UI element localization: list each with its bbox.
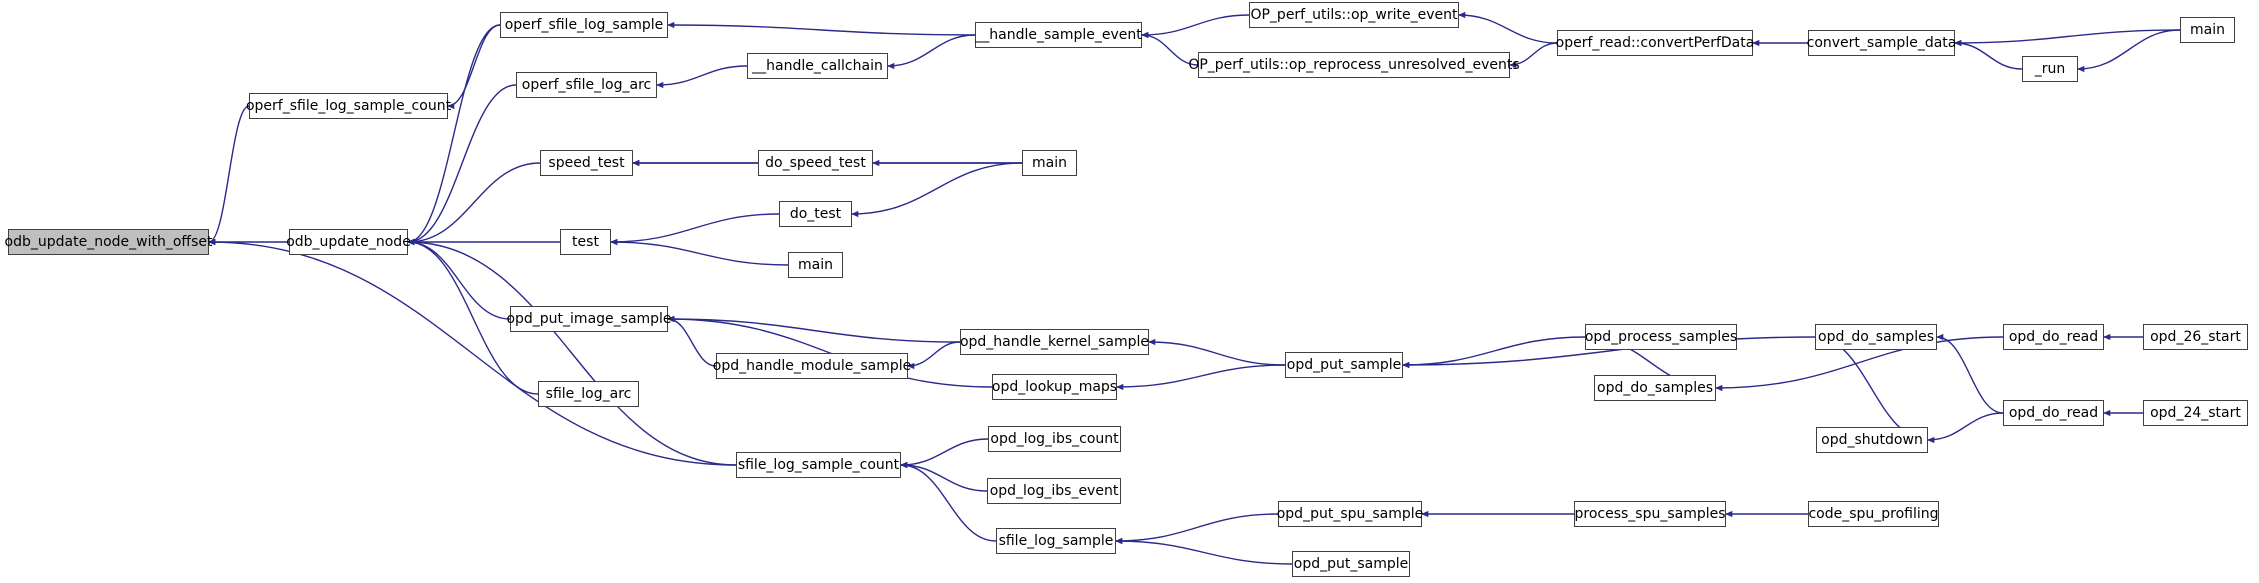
graph-node[interactable]: main: [2180, 17, 2235, 43]
graph-node[interactable]: opd_put_sample: [1292, 551, 1410, 577]
graph-edge: [208, 238, 737, 466]
graph-edge: [610, 213, 780, 246]
graph-edge: [407, 24, 501, 246]
graph-node[interactable]: _run: [2022, 56, 2078, 82]
graph-node[interactable]: opd_24_start: [2143, 400, 2248, 426]
graph-node[interactable]: __handle_callchain: [747, 53, 888, 79]
graph-node[interactable]: operf_read::convertPerfData: [1556, 30, 1754, 56]
graph-node[interactable]: opd_do_read: [2003, 400, 2104, 426]
graph-edge: [667, 315, 961, 343]
graph-node[interactable]: opd_put_image_sample: [506, 306, 672, 332]
graph-edge: [1954, 29, 2181, 47]
graph-node[interactable]: opd_handle_module_sample: [713, 353, 911, 379]
graph-edge: [1402, 336, 1586, 369]
graph-edge: [1814, 333, 1929, 441]
graph-node[interactable]: odb_update_node: [286, 229, 411, 255]
graph-node[interactable]: process_spu_samples: [1574, 501, 1726, 527]
graph-edge: [1116, 364, 1286, 391]
graph-edge: [887, 34, 976, 70]
graph-edge: [1927, 412, 2004, 444]
graph-node[interactable]: speed_test: [540, 150, 633, 176]
graph-edge: [407, 84, 517, 246]
graph-edge: [447, 24, 501, 110]
graph-node-current[interactable]: odb_update_node_with_offset: [5, 229, 212, 255]
graph-node[interactable]: opd_lookup_maps: [992, 374, 1117, 400]
graph-node[interactable]: code_spu_profiling: [1808, 501, 1939, 527]
graph-edge: [1954, 39, 2023, 70]
graph-node[interactable]: opd_log_ibs_event: [987, 478, 1121, 504]
graph-node[interactable]: operf_sfile_log_sample_count: [246, 93, 451, 119]
graph-node[interactable]: opd_log_ibs_count: [988, 426, 1121, 452]
graph-edge: [1115, 537, 1293, 565]
graph-node[interactable]: operf_sfile_log_sample: [500, 12, 668, 38]
graph-node[interactable]: opd_do_samples: [1815, 324, 1937, 350]
graph-edge: [1402, 336, 1816, 369]
graph-node[interactable]: __handle_sample_event: [975, 22, 1142, 48]
graph-edge: [900, 438, 989, 469]
graph-edge: [851, 162, 1023, 218]
graph-node[interactable]: opd_put_sample: [1285, 352, 1403, 378]
graph-node[interactable]: opd_26_start: [2143, 324, 2248, 350]
graph-edge: [1936, 333, 2004, 414]
graph-node[interactable]: main: [788, 252, 843, 278]
graph-edge: [907, 341, 961, 370]
graph-edge: [900, 461, 988, 492]
graph-node[interactable]: sfile_log_arc: [538, 381, 639, 407]
graph-edge: [1509, 42, 1558, 69]
graph-edge: [407, 162, 541, 246]
graph-edge: [610, 238, 789, 266]
graph-edge: [1715, 336, 2004, 392]
graph-node[interactable]: convert_sample_data: [1807, 30, 1956, 56]
graph-node[interactable]: do_speed_test: [758, 150, 873, 176]
graph-edge: [407, 238, 511, 320]
graph-node[interactable]: opd_put_spu_sample: [1277, 501, 1423, 527]
graph-node[interactable]: main: [1022, 150, 1077, 176]
graph-node[interactable]: operf_sfile_log_arc: [516, 72, 657, 98]
graph-edge: [407, 238, 737, 466]
graph-edge: [1141, 14, 1250, 39]
graph-edge: [656, 65, 748, 89]
graph-edge: [407, 238, 539, 395]
graph-node[interactable]: sfile_log_sample: [996, 528, 1116, 554]
graph-node[interactable]: opd_handle_kernel_sample: [960, 329, 1149, 355]
graph-edge: [1115, 513, 1279, 545]
graph-edge: [900, 461, 997, 542]
graph-edge: [2077, 29, 2181, 73]
graph-node[interactable]: test: [560, 229, 611, 255]
graph-edge: [1141, 31, 1199, 66]
graph-edge: [1458, 11, 1558, 44]
graph-node[interactable]: opd_process_samples: [1585, 324, 1737, 350]
graph-node[interactable]: OP_perf_utils::op_reprocess_unresolved_e…: [1188, 52, 1520, 78]
graph-node[interactable]: opd_shutdown: [1816, 427, 1928, 453]
graph-edge: [1148, 338, 1286, 366]
graph-edge: [667, 21, 976, 36]
graph-node[interactable]: opd_do_read: [2003, 324, 2104, 350]
graph-node[interactable]: sfile_log_sample_count: [736, 452, 901, 478]
graph-edge: [667, 315, 717, 367]
graph-node[interactable]: opd_do_samples: [1594, 375, 1716, 401]
graph-edge: [208, 105, 250, 246]
graph-node[interactable]: OP_perf_utils::op_write_event: [1249, 2, 1459, 28]
graph-node[interactable]: do_test: [779, 201, 852, 227]
